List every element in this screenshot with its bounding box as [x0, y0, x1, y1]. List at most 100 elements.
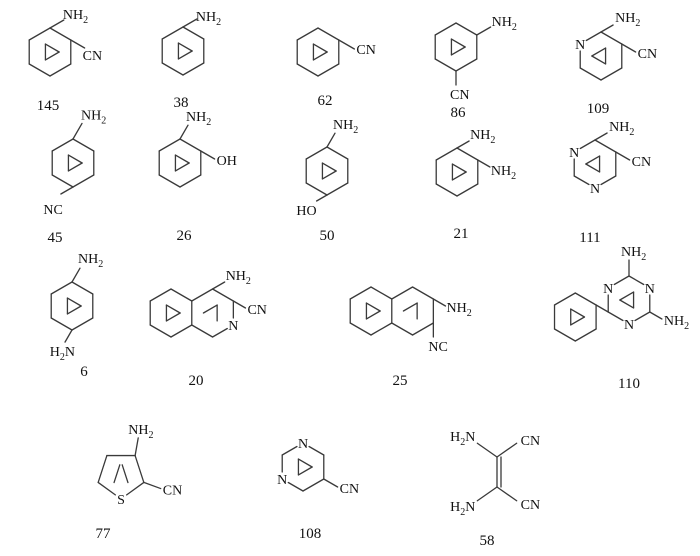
atom-label: CN	[247, 303, 266, 318]
ring-double-bond	[44, 43, 60, 53]
atom-label: NC	[428, 340, 447, 355]
ring-bond	[296, 27, 319, 41]
ring-bond	[158, 138, 181, 152]
atom-label: OH	[217, 154, 237, 169]
ring-double-bond	[365, 302, 381, 312]
amino-group-label: NH2	[186, 110, 211, 128]
ring-double-bond	[570, 308, 586, 318]
ring-heteroatom: N	[590, 182, 600, 197]
amino-group-label: NH2	[63, 8, 88, 26]
ring-double-bond	[450, 38, 466, 48]
ring-bond	[579, 67, 602, 81]
ring-double-bond	[619, 291, 635, 301]
ring-bond	[211, 288, 235, 302]
ring-bond	[28, 27, 51, 41]
ring-bond	[287, 481, 304, 492]
ring-bond	[455, 22, 478, 36]
atom-label: CN	[521, 498, 540, 513]
ring-heteroatom: N	[277, 473, 287, 488]
compound-number: 77	[96, 526, 112, 542]
atom-label: NC	[43, 203, 62, 218]
ring-bond	[391, 286, 414, 300]
amino-group-label: NH2	[226, 269, 251, 287]
compound-number: 86	[451, 105, 467, 121]
ring-heteroatom: N	[228, 319, 238, 334]
ring-bond	[628, 275, 645, 286]
ring-bond	[574, 292, 597, 306]
compound-number: 108	[299, 526, 322, 542]
ring-bond	[296, 63, 319, 77]
ring-bond	[349, 322, 372, 336]
ring-bond	[411, 286, 435, 300]
ring-double-bond	[121, 464, 129, 484]
ring-bond	[370, 286, 393, 300]
amino-group-label: NH2	[664, 314, 689, 332]
ring-heteroatom: N	[569, 146, 579, 161]
ring-bond	[326, 146, 349, 160]
ring-bond	[161, 26, 184, 40]
bond	[323, 478, 339, 488]
ring-bond	[182, 62, 205, 76]
ring-bond	[50, 281, 73, 295]
bond	[49, 19, 65, 29]
ring-bond	[600, 175, 617, 186]
ring-bond	[573, 175, 590, 186]
bond	[476, 26, 492, 36]
amino-group-label: NH2	[78, 252, 103, 270]
ring-bond	[317, 27, 340, 41]
bond	[621, 43, 637, 53]
amino-group-label: NH2	[333, 118, 358, 136]
ring-heteroatom: N	[298, 437, 308, 452]
ring-double-bond	[451, 171, 467, 181]
ring-heteroatom: S	[117, 493, 125, 508]
atom-label: CN	[163, 484, 182, 499]
ring-bond	[435, 147, 458, 161]
bond	[70, 39, 86, 49]
ring-heteroatom: N	[575, 38, 585, 53]
ring-heteroatom: N	[603, 282, 613, 297]
ring-double-bond	[66, 305, 82, 315]
atom-label: HO	[296, 204, 316, 219]
bond	[72, 122, 83, 140]
ring-bond	[211, 327, 228, 338]
ring-bond	[281, 445, 298, 456]
bond	[615, 151, 631, 161]
bond	[432, 298, 447, 307]
ring-bond	[600, 31, 623, 45]
bond	[71, 267, 81, 283]
compound-number: 26	[177, 228, 193, 244]
ring-double-bond	[297, 458, 313, 468]
compound-number: 45	[48, 230, 63, 246]
amino-group-label: NH2	[615, 11, 640, 29]
bond	[600, 24, 614, 33]
atom-label: CN	[632, 155, 651, 170]
ring-bond	[149, 288, 172, 302]
ring-bond	[455, 58, 478, 72]
bond	[232, 300, 247, 309]
bond	[315, 194, 328, 202]
ring-bond	[97, 481, 116, 496]
ring-double-bond	[321, 170, 337, 180]
amino-group-label: NH2	[491, 164, 516, 182]
ring-double-bond	[619, 299, 635, 309]
compound-number: 110	[618, 376, 640, 392]
ring-double-bond	[174, 154, 190, 164]
ring-bond	[191, 324, 214, 338]
compound-number: 25	[393, 373, 408, 389]
ring-bond	[456, 147, 479, 161]
ring-bond	[456, 183, 479, 197]
amino-group-label: NH2	[609, 120, 634, 138]
ring-bond	[435, 183, 458, 197]
ring-bond	[97, 454, 108, 484]
atom-label: CN	[521, 434, 540, 449]
ring-double-bond	[67, 154, 83, 164]
ring-bond	[594, 139, 617, 153]
